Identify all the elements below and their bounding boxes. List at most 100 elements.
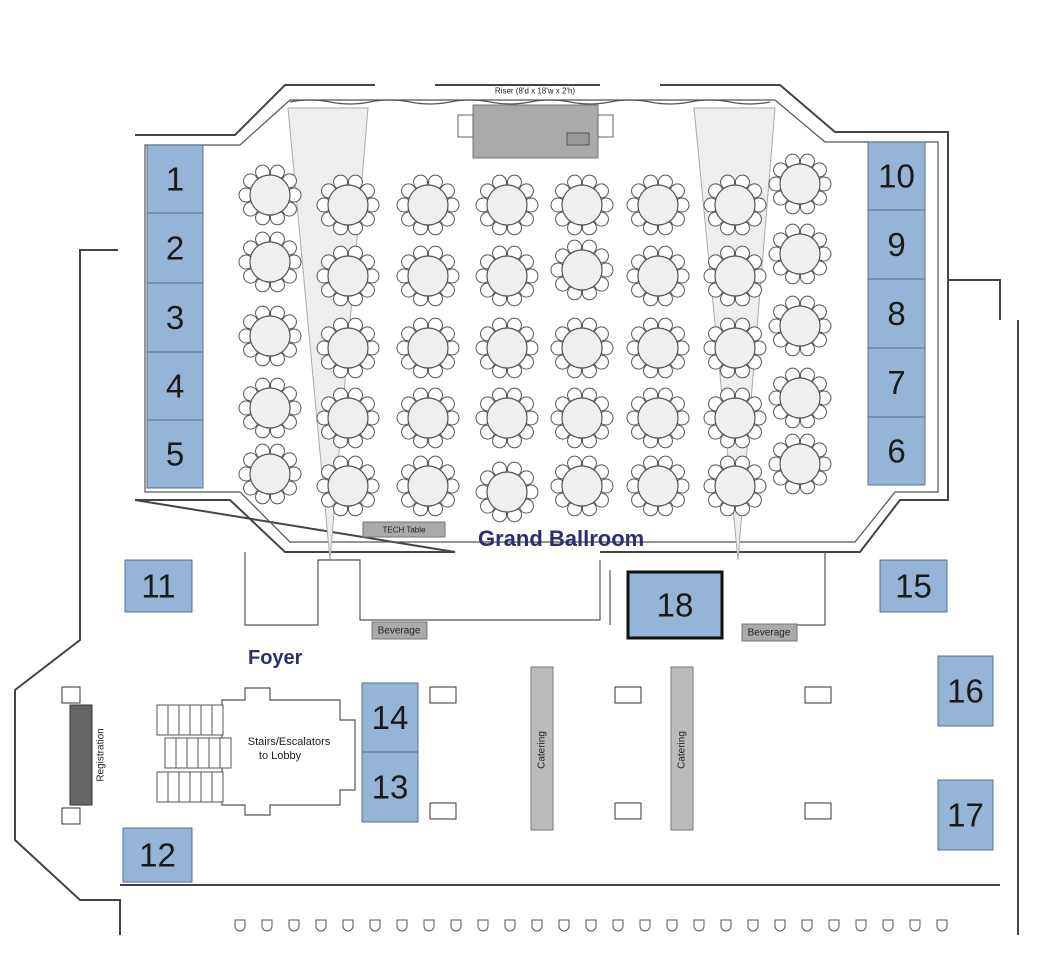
tech-table-label: TECH Table (383, 526, 427, 535)
beverage-label: Beverage (748, 628, 791, 639)
booth-number: 16 (947, 673, 984, 710)
chair (261, 919, 273, 932)
round-table (626, 245, 690, 307)
booth-number: 17 (947, 797, 984, 834)
cocktail-table (804, 686, 832, 704)
round-table (238, 443, 302, 505)
round-table (550, 174, 614, 236)
booth-14[interactable]: 14 (361, 682, 419, 753)
booth-13[interactable]: 13 (361, 751, 419, 823)
round-table (238, 377, 302, 439)
booth-12[interactable]: 12 (122, 827, 193, 883)
booth-number: 12 (139, 837, 176, 874)
catering-label: Catering (677, 731, 688, 769)
booth-2[interactable]: 2 (146, 212, 204, 284)
cocktail-table (614, 802, 642, 820)
chair (693, 919, 705, 932)
booth-10[interactable]: 10 (867, 141, 926, 211)
round-table (550, 317, 614, 379)
chair (909, 919, 921, 932)
podium (566, 132, 590, 146)
booth-8[interactable]: 8 (867, 278, 926, 349)
chair (396, 919, 408, 932)
chair (504, 919, 516, 932)
round-table (768, 295, 832, 357)
booth-3[interactable]: 3 (146, 282, 204, 353)
booth-number: 1 (166, 161, 184, 198)
booth-number: 3 (166, 299, 184, 336)
foyer-label: Foyer (248, 647, 303, 669)
booth-number: 10 (878, 158, 915, 195)
round-table (550, 239, 614, 301)
booth-number: 13 (372, 769, 409, 806)
round-table (316, 317, 380, 379)
booth-5[interactable]: 5 (146, 419, 204, 489)
registration-desk (69, 704, 93, 806)
round-table (626, 317, 690, 379)
round-table (703, 245, 767, 307)
round-table (475, 317, 539, 379)
booth-11[interactable]: 11 (124, 559, 193, 613)
catering-table (530, 666, 554, 831)
chair (720, 919, 732, 932)
round-table (703, 317, 767, 379)
chair (666, 919, 678, 932)
riser-edge (289, 99, 771, 105)
chair (315, 919, 327, 932)
booth-number: 7 (887, 364, 905, 401)
round-table (316, 174, 380, 236)
round-table (475, 387, 539, 449)
stairs-label: to Lobby (259, 750, 302, 762)
round-table (316, 245, 380, 307)
booth-9[interactable]: 9 (867, 209, 926, 280)
riser-label: Riser (8'd x 18'w x 2'h) (495, 87, 576, 96)
booth-6[interactable]: 6 (867, 416, 926, 486)
booth-number: 4 (166, 368, 184, 405)
round-table (626, 387, 690, 449)
round-table (396, 317, 460, 379)
round-table (238, 164, 302, 226)
foyer-wall (14, 249, 1019, 935)
chair (828, 919, 840, 932)
round-table (475, 174, 539, 236)
booth-7[interactable]: 7 (867, 347, 926, 418)
booth-number: 11 (141, 568, 175, 605)
catering-table (670, 666, 694, 831)
chair (477, 919, 489, 932)
round-table (316, 387, 380, 449)
cocktail-table (429, 686, 457, 704)
booth-1[interactable]: 1 (146, 144, 204, 214)
chair (936, 919, 948, 932)
booth-number: 14 (372, 699, 409, 736)
round-table (475, 245, 539, 307)
round-table (396, 387, 460, 449)
round-table (768, 433, 832, 495)
riser (472, 104, 599, 159)
chair (585, 919, 597, 932)
round-tables (238, 153, 832, 523)
booth-17[interactable]: 17 (937, 779, 994, 851)
booth-4[interactable]: 4 (146, 351, 204, 421)
riser-steps (457, 114, 474, 138)
cocktail-table (614, 686, 642, 704)
round-table (238, 231, 302, 293)
chair (369, 919, 381, 932)
foyer-inner (244, 552, 826, 626)
chair (288, 919, 300, 932)
round-table (396, 455, 460, 517)
booth-18[interactable]: 18 (626, 570, 724, 640)
chair (747, 919, 759, 932)
chair (801, 919, 813, 932)
booth-15[interactable]: 15 (879, 559, 948, 613)
round-table (396, 245, 460, 307)
booth-number: 9 (887, 226, 905, 263)
chair (423, 919, 435, 932)
booth-number: 18 (657, 587, 694, 624)
booth-16[interactable]: 16 (937, 655, 994, 727)
round-table (703, 174, 767, 236)
chair (558, 919, 570, 932)
round-table (768, 223, 832, 285)
chair (774, 919, 786, 932)
round-table (238, 305, 302, 367)
